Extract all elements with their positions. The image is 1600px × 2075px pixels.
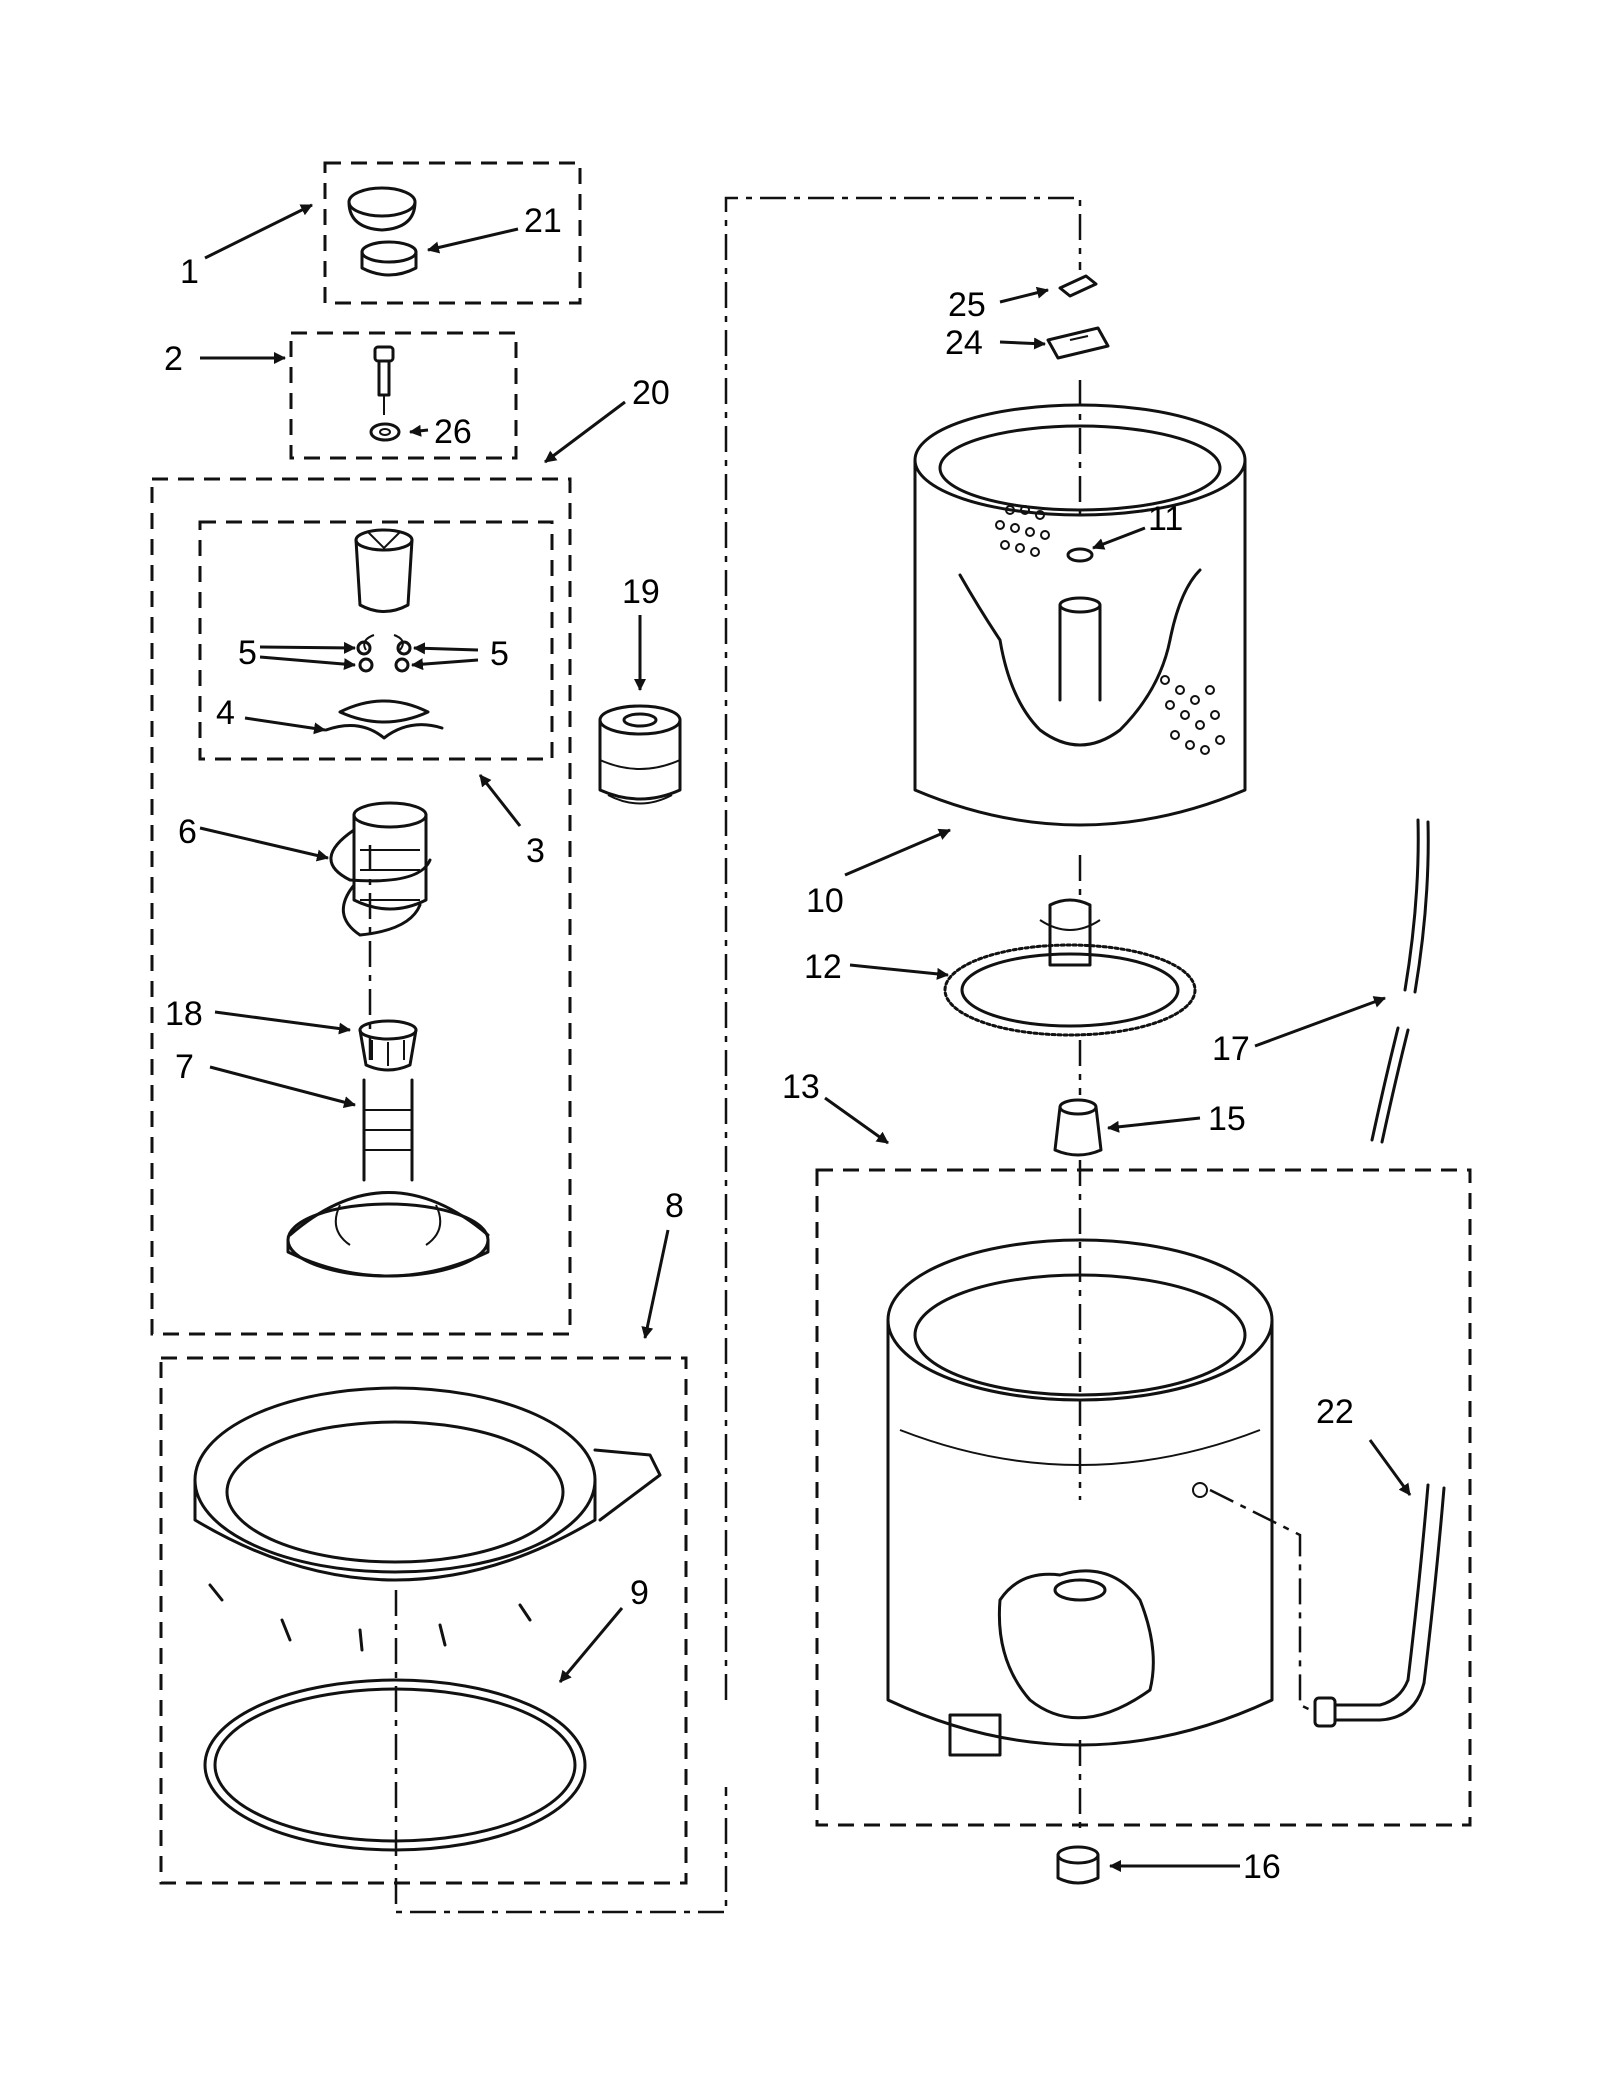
agitator-cap-part	[347, 186, 418, 277]
callout-17: 17	[1212, 1030, 1250, 1068]
callout-4: 4	[216, 694, 235, 732]
group-box-part-8	[159, 1356, 688, 1885]
callout-11: 11	[1148, 500, 1183, 538]
bolt-part	[369, 345, 401, 442]
agitator-cam-part	[324, 528, 444, 740]
callout-16: 16	[1243, 1848, 1281, 1886]
tub-seal-ring-part	[203, 1678, 587, 1852]
callout-5-right: 5	[490, 635, 509, 673]
callout-10: 10	[806, 882, 844, 920]
callout-2: 2	[164, 340, 183, 378]
spin-basket-part	[913, 403, 1247, 827]
group-box-part-3	[198, 520, 554, 761]
leader-lines	[199, 203, 1412, 1872]
callout-5-left: 5	[238, 634, 257, 672]
group-box-part-13	[815, 1168, 1472, 1827]
callout-19: 19	[622, 573, 660, 611]
callout-3: 3	[526, 832, 545, 870]
assembly-center-lines	[368, 196, 1082, 1914]
callout-25: 25	[948, 286, 986, 324]
seal-kit-part	[598, 704, 682, 805]
callout-9: 9	[630, 1574, 649, 1612]
callout-8: 8	[665, 1187, 684, 1225]
callout-18: 18	[165, 995, 203, 1033]
tub-hose-part	[1209, 1483, 1446, 1728]
callout-15: 15	[1208, 1100, 1246, 1138]
group-box-part-20	[150, 477, 572, 1336]
clip-part	[1046, 274, 1110, 360]
group-box-part-2	[289, 331, 518, 460]
group-box-part-1	[323, 161, 582, 305]
drive-block-part	[358, 1019, 418, 1072]
auger-part	[329, 801, 432, 937]
callout-1: 1	[180, 253, 199, 291]
outer-tub-part	[886, 1238, 1274, 1757]
callout-labels: 1 21 2 26 20 5 5 4 3 6 18 7 19 8 9 25 24…	[164, 202, 1354, 1886]
callout-20: 20	[632, 374, 670, 412]
callout-24: 24	[945, 324, 983, 362]
callout-22: 22	[1316, 1393, 1354, 1431]
callout-6: 6	[178, 813, 197, 851]
hub-nut-part	[1053, 1098, 1103, 1157]
callout-12: 12	[804, 948, 842, 986]
callout-7: 7	[175, 1048, 194, 1086]
hose-part	[1370, 818, 1430, 1144]
agitator-base-part	[286, 1078, 490, 1278]
callout-26: 26	[434, 413, 472, 451]
drive-hub-part	[943, 898, 1197, 1037]
callout-21: 21	[524, 202, 562, 240]
tub-ring-part	[193, 1386, 662, 1652]
basket-perforations	[995, 505, 1225, 755]
tub-bolt-part	[1056, 1845, 1100, 1885]
callout-13: 13	[782, 1068, 820, 1106]
